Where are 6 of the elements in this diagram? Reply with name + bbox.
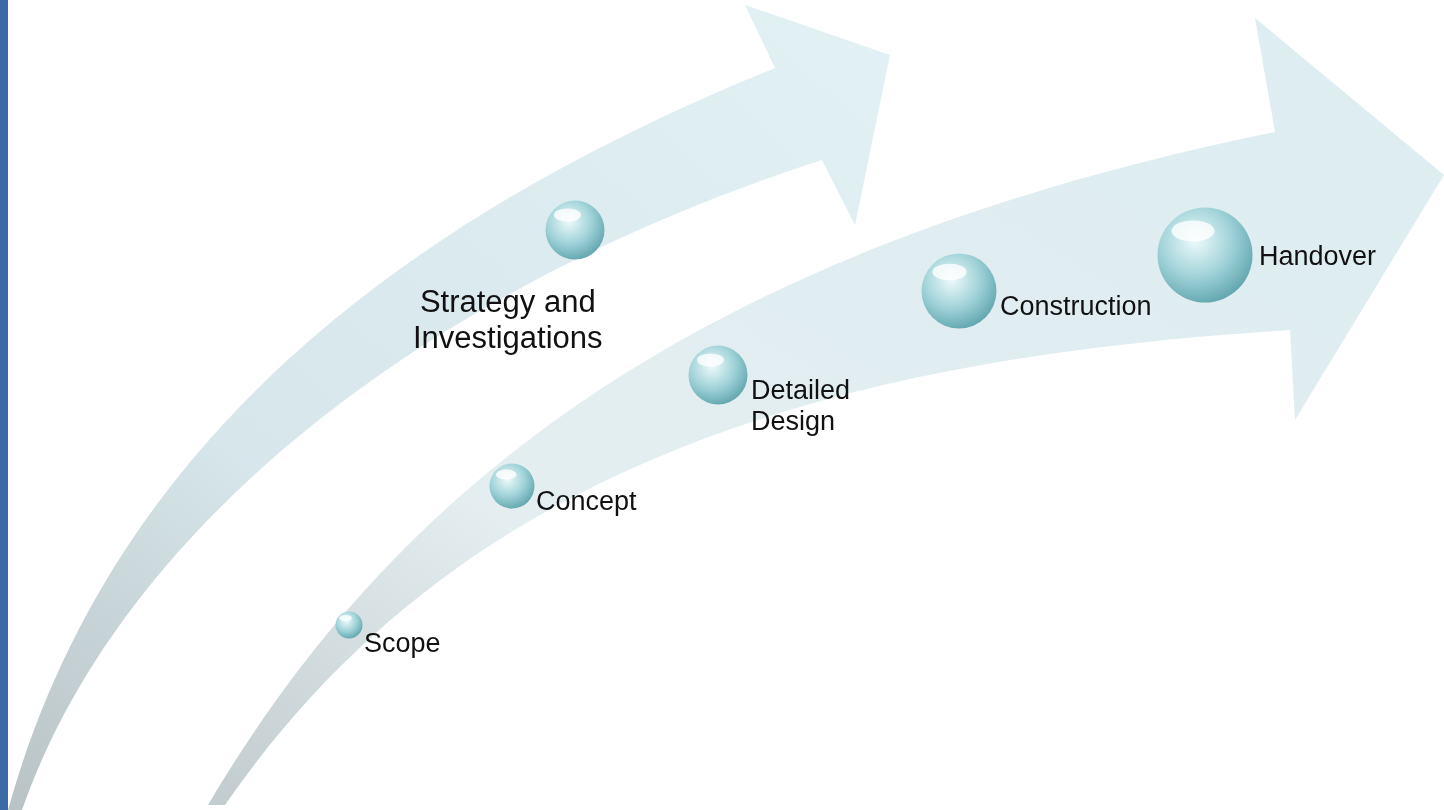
milestone-label: Detailed Design (751, 375, 851, 438)
milestone-label: Concept (536, 486, 637, 518)
milestone-label: Strategy and Investigations (413, 284, 603, 356)
milestone-label: Handover (1259, 241, 1377, 273)
milestone-label: Scope (364, 628, 441, 660)
milestone-label: Construction (1000, 291, 1152, 323)
